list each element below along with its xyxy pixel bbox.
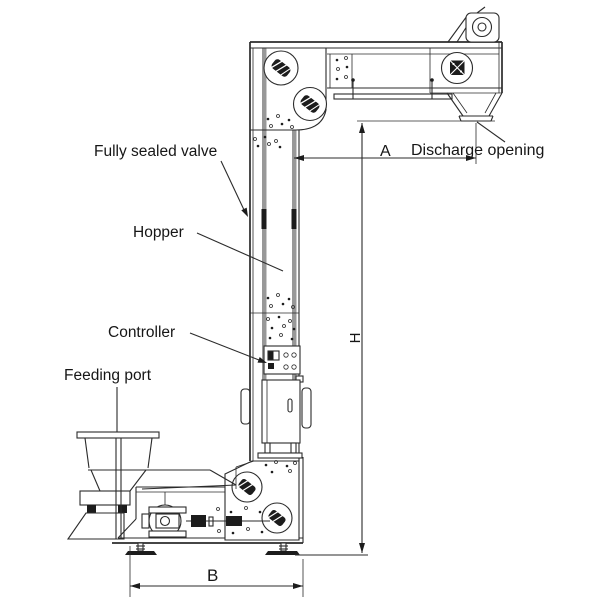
motor-bearing-inner bbox=[477, 22, 487, 32]
cabinet-leg bbox=[290, 442, 297, 454]
chute-bottom bbox=[141, 484, 237, 490]
arrowhead-left bbox=[294, 155, 304, 161]
right-guide-rail bbox=[292, 130, 297, 443]
label-fully-sealed-valve: Fully sealed valve bbox=[94, 143, 248, 217]
shaft-coupling bbox=[226, 516, 242, 526]
dim-b-text: B bbox=[207, 566, 218, 585]
arrowhead-bottom bbox=[359, 543, 365, 553]
fully-sealed-valve-text: Fully sealed valve bbox=[94, 143, 217, 160]
pulley-top-left bbox=[263, 50, 299, 86]
sealed-valve-mark-left bbox=[261, 209, 267, 229]
top-arm bbox=[250, 41, 503, 131]
shaft-coupling bbox=[191, 515, 206, 527]
leader-arrowhead bbox=[241, 207, 248, 217]
controller-display bbox=[267, 350, 280, 361]
inlet-top bbox=[235, 460, 255, 468]
bucket-glyph bbox=[299, 95, 321, 113]
controller-button bbox=[291, 364, 297, 370]
bolt-dots-column bbox=[253, 114, 296, 341]
vertical-column bbox=[249, 42, 300, 461]
controller-panel bbox=[263, 345, 301, 375]
left-guide-rail bbox=[262, 48, 267, 443]
label-controller: Controller bbox=[108, 324, 267, 363]
feeder-flange bbox=[76, 431, 160, 439]
bolt-dots-boot bbox=[216, 460, 297, 535]
feeder-assembly bbox=[66, 431, 255, 540]
funnel-lower-left bbox=[90, 469, 101, 492]
controller-button bbox=[283, 352, 289, 358]
pulley-top-corner bbox=[292, 86, 328, 122]
dimension-h: H bbox=[295, 120, 495, 556]
arrowhead-left bbox=[130, 583, 140, 589]
corner-panel bbox=[250, 48, 327, 131]
funnel-lower-right bbox=[129, 469, 147, 492]
controller-indicator bbox=[268, 363, 274, 369]
controller-button bbox=[291, 352, 297, 358]
feeder-skirt bbox=[66, 512, 125, 540]
leader-line bbox=[196, 232, 284, 272]
leader-arrowhead bbox=[257, 357, 267, 363]
dimension-b: B bbox=[129, 546, 304, 597]
bolt-dots-arm bbox=[335, 56, 349, 81]
motor-spur bbox=[476, 6, 486, 14]
motor-bearing-outer bbox=[471, 16, 493, 38]
top-motor bbox=[447, 6, 500, 43]
feeder-pedestal bbox=[79, 490, 131, 506]
boot-section bbox=[112, 457, 304, 555]
gearbox-glyph bbox=[449, 60, 465, 76]
arrowhead-right bbox=[466, 155, 476, 161]
bucket-glyph bbox=[268, 510, 286, 526]
side-bracket-right bbox=[301, 387, 312, 429]
discharge-hopper bbox=[446, 92, 503, 122]
bucket-glyph bbox=[238, 479, 256, 495]
hopper-text: Hopper bbox=[133, 224, 184, 241]
support-rail bbox=[333, 78, 453, 100]
label-feeding-port: Feeding port bbox=[64, 367, 152, 432]
sealed-valve-mark-right bbox=[291, 209, 297, 229]
leader-line bbox=[476, 121, 506, 143]
feeding-port-text: Feeding port bbox=[64, 367, 152, 384]
dim-h-text: H bbox=[347, 333, 364, 344]
dimension-a: A bbox=[294, 123, 477, 164]
motor-bracket-1 bbox=[447, 15, 468, 43]
pedestal-pad bbox=[87, 505, 96, 513]
pulley-head bbox=[440, 51, 474, 85]
pedestal-pad bbox=[118, 505, 127, 513]
discharge-opening-text: Discharge opening bbox=[411, 142, 544, 159]
drive-motor bbox=[141, 492, 270, 538]
cabinet-handle bbox=[287, 398, 293, 413]
controller-text: Controller bbox=[108, 324, 175, 341]
cabinet-base-flange bbox=[257, 452, 303, 459]
arrowhead-right bbox=[293, 583, 303, 589]
pulley-boot-lower bbox=[261, 502, 293, 534]
pulley-boot-upper bbox=[231, 471, 263, 503]
cabinet-body bbox=[261, 379, 301, 444]
controller-button bbox=[283, 364, 289, 370]
funnel-wall-right bbox=[147, 437, 153, 469]
electrical-cabinet bbox=[240, 375, 312, 459]
label-discharge-opening: Discharge opening bbox=[411, 121, 544, 159]
leader-line bbox=[220, 160, 246, 213]
label-hopper: Hopper bbox=[133, 224, 284, 272]
chute-lip bbox=[209, 469, 237, 486]
cabinet-leg bbox=[264, 442, 271, 454]
funnel-wall-left bbox=[84, 437, 90, 469]
foot-left bbox=[125, 542, 157, 555]
arrowhead-top bbox=[359, 123, 365, 133]
foot-right bbox=[265, 542, 300, 555]
bucket-glyph bbox=[270, 59, 292, 77]
dim-a-text: A bbox=[380, 143, 391, 160]
side-bracket-left bbox=[240, 388, 251, 425]
leader-line bbox=[189, 332, 260, 361]
